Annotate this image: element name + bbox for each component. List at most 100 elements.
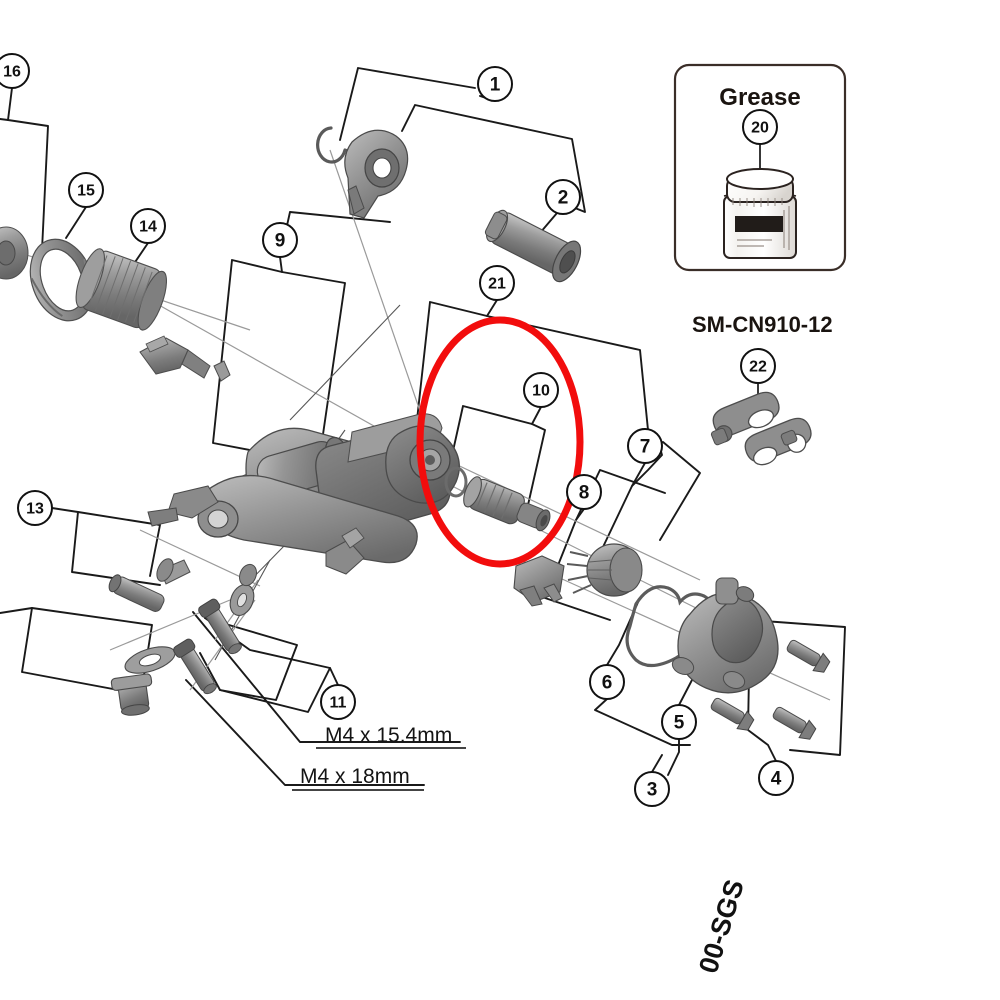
part-7-spring-barrel <box>566 543 643 597</box>
callout-label-9: 9 <box>275 231 286 252</box>
callout-label-3: 3 <box>647 780 658 801</box>
callout-bubble-9 <box>262 222 298 258</box>
leader-part-12-box <box>0 607 146 696</box>
leader-part-5-down <box>667 738 680 776</box>
callout-9: 9 <box>262 222 298 258</box>
callout-14: 14 <box>130 208 166 244</box>
callout-bubbles-group: 1 2 3 4 5 6 7 8 9 10 11 13 14 15 16 20 21 22 <box>0 53 794 807</box>
callout-11: 11 <box>320 684 356 720</box>
leader-part-7-box <box>659 441 701 541</box>
callout-5: 5 <box>661 704 697 740</box>
callout-bubble-1 <box>477 66 513 102</box>
leader-part-11-box-b <box>199 652 331 713</box>
callout-bubble-11 <box>320 684 356 720</box>
callout-20: 20 <box>742 109 778 145</box>
callout-13: 13 <box>17 490 53 526</box>
callout-label-14: 14 <box>139 219 157 236</box>
part-11-bolt-b <box>173 638 217 695</box>
leader-part-21-left <box>416 301 488 421</box>
leader-part-1-left <box>339 67 476 141</box>
model-code-label: SM-CN910-12 <box>692 312 833 337</box>
grease-panel-title: Grease <box>719 84 800 111</box>
callout-bubble-22 <box>740 348 776 384</box>
callout-bubble-14 <box>130 208 166 244</box>
callout-label-8: 8 <box>579 483 590 504</box>
callout-label-16: 16 <box>3 64 21 81</box>
callout-bubble-2 <box>545 179 581 215</box>
axis-link-rod-5 <box>289 304 401 421</box>
part-8-stopper <box>513 555 565 607</box>
leader-part-6-bot <box>594 698 691 746</box>
grease-panel: Grease <box>673 63 847 272</box>
part-10-o-ring <box>444 466 468 498</box>
grease-jar-icon <box>723 168 797 259</box>
callout-8: 8 <box>566 474 602 510</box>
callout-bubble-10 <box>523 372 559 408</box>
callout-label-7: 7 <box>640 437 651 458</box>
part-1-pivot-bracket <box>344 129 409 219</box>
part-11-bolt-a <box>198 598 242 655</box>
part-2-pivot-bolt <box>484 209 582 283</box>
part-cable-fixing-bolt <box>139 335 211 379</box>
callout-bubble-16 <box>0 53 30 89</box>
callout-10: 10 <box>523 372 559 408</box>
part-main-body-assembly <box>147 413 460 575</box>
callout-label-20: 20 <box>751 120 769 137</box>
leader-part-13-box2 <box>77 511 161 577</box>
part-small-washer-9 <box>213 360 231 382</box>
callout-bubble-21 <box>479 265 515 301</box>
callout-bubble-3 <box>634 771 670 807</box>
highlight-ellipse-part-10 <box>416 316 584 568</box>
part-4-screws <box>710 639 831 740</box>
leader-part-8-box <box>544 508 611 621</box>
leader-dim-1 <box>192 611 461 743</box>
leader-part-10-bracket-left <box>446 405 542 479</box>
axis-line-right <box>519 559 831 701</box>
callout-label-13: 13 <box>26 501 44 518</box>
callout-bubble-13 <box>17 490 53 526</box>
part-14-barrel <box>75 248 168 331</box>
callout-label-22: 22 <box>749 359 767 376</box>
callout-label-5: 5 <box>674 713 685 734</box>
callout-6: 6 <box>589 664 625 700</box>
callout-1: 1 <box>477 66 513 102</box>
part-12-washer-nut <box>110 646 176 716</box>
callout-label-11: 11 <box>330 695 347 712</box>
leader-part-9-bracket2 <box>281 271 346 456</box>
callout-label-4: 4 <box>771 769 782 790</box>
dimension-label-1: M4 x 15.4mm <box>325 724 452 747</box>
callout-4: 4 <box>758 760 794 796</box>
callout-bubble-4 <box>758 760 794 796</box>
leader-part-13-box <box>51 507 161 586</box>
leader-part-9-bracket <box>212 256 298 460</box>
callout-label-2: 2 <box>558 188 569 209</box>
callout-bubble-5 <box>661 704 697 740</box>
watermark-code: 00-SGS <box>693 876 750 977</box>
callout-label-15: 15 <box>77 183 95 200</box>
callout-label-21: 21 <box>488 276 506 293</box>
leader-dim-2 <box>185 679 425 786</box>
leader-part-21-bracket <box>486 299 649 431</box>
leader-part-16b <box>0 118 9 121</box>
part-22-quick-link <box>710 383 812 466</box>
callout-3: 3 <box>634 771 670 807</box>
callout-15: 15 <box>68 172 104 208</box>
part-10-bolt <box>463 476 551 532</box>
callout-label-6: 6 <box>602 673 613 694</box>
leader-lines-group <box>0 67 846 786</box>
leader-part-1-bracket <box>401 104 586 213</box>
dimension-label-2: M4 x 18mm <box>300 765 410 788</box>
callout-bubble-7 <box>627 428 663 464</box>
part-link-joint <box>229 563 257 616</box>
leader-part-16 <box>7 87 49 251</box>
dimension-labels-group: M4 x 15.4mm M4 x 18mm <box>292 724 466 791</box>
part-5-cage-body <box>671 577 779 694</box>
callout-bubble-20 <box>742 109 778 145</box>
callout-7: 7 <box>627 428 663 464</box>
callout-16: 16 <box>0 53 30 89</box>
callout-label-10: 10 <box>532 383 550 400</box>
leader-part-3 <box>651 754 663 773</box>
callout-bubble-15 <box>68 172 104 208</box>
